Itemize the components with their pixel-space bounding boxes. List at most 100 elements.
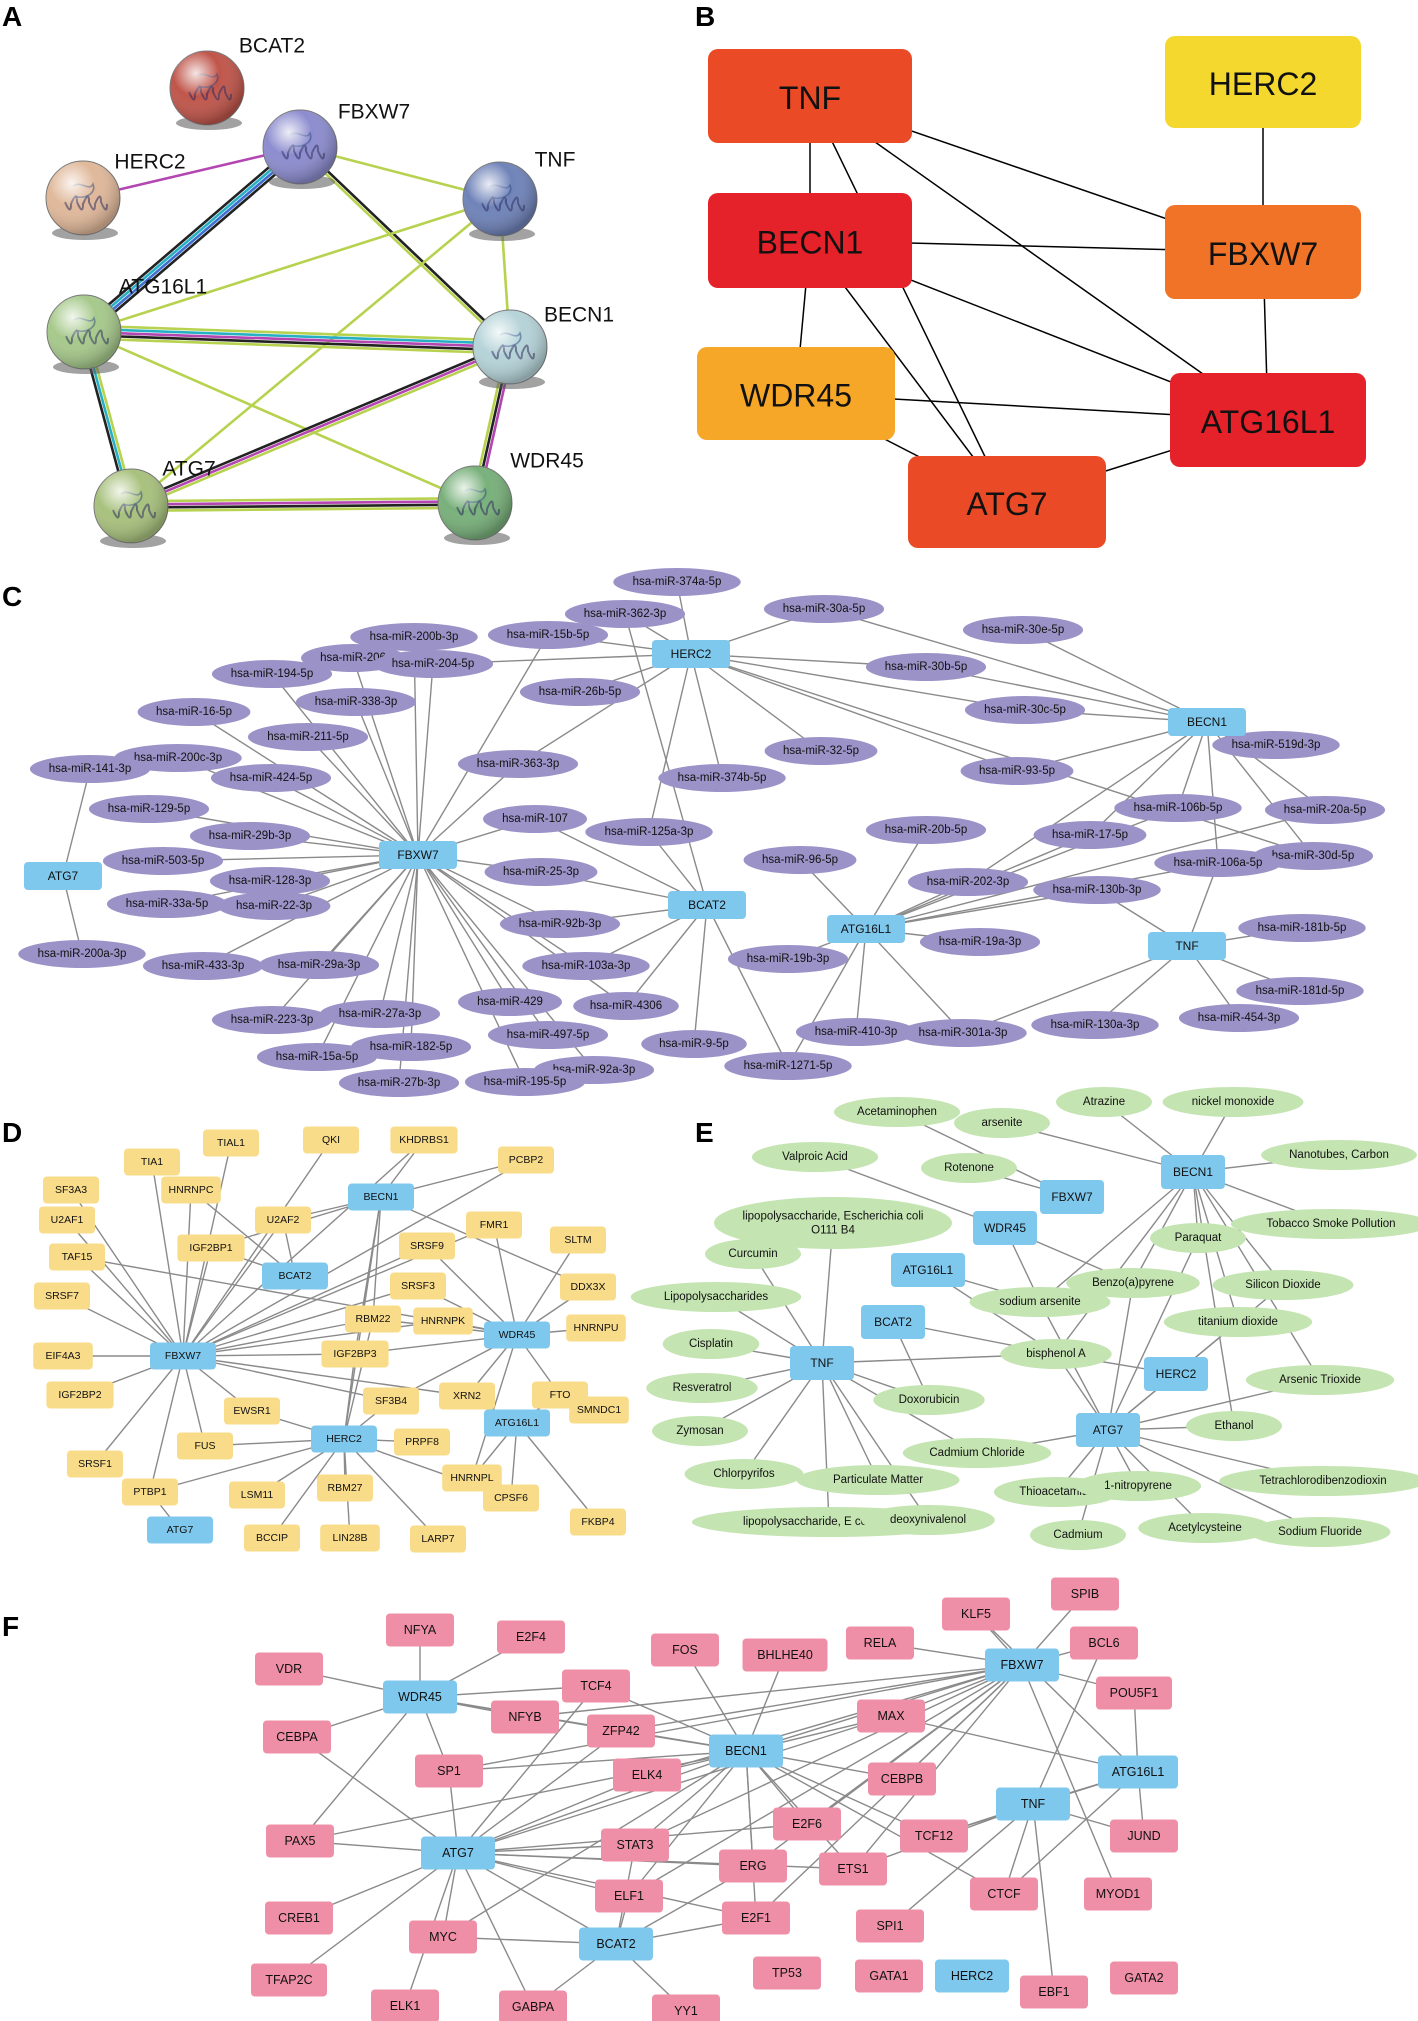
tf-node-nfyb[interactable]: NFYB [491,1700,559,1734]
rbp-node-becn1[interactable]: BECN1 [348,1183,414,1211]
chem-node-fbxw7[interactable]: FBXW7 [1040,1180,1104,1214]
mirna-node-hsa-mir-27a-3p[interactable]: hsa-miR-27a-3p [319,1000,441,1028]
chem-node-zymosan[interactable]: Zymosan [652,1416,748,1446]
chem-node-ethanol[interactable]: Ethanol [1186,1411,1282,1441]
rbp-node-tia1[interactable]: TIA1 [124,1148,180,1176]
rbp-node-lsm11[interactable]: LSM11 [229,1481,285,1509]
mirna-node-hsa-mir-195-5p[interactable]: hsa-miR-195-5p [464,1068,586,1096]
chem-node-atg7[interactable]: ATG7 [1076,1413,1140,1447]
tf-node-e2f4[interactable]: E2F4 [497,1620,565,1654]
rbp-node-eif4a3[interactable]: EIF4A3 [33,1342,93,1370]
tf-node-spib[interactable]: SPIB [1051,1577,1119,1611]
rbp-node-herc2[interactable]: HERC2 [311,1425,377,1453]
rbp-node-ptbp1[interactable]: PTBP1 [122,1478,178,1506]
tf-node-gata1[interactable]: GATA1 [855,1959,923,1993]
rbp-node-rbm27[interactable]: RBM27 [317,1474,373,1502]
rbp-node-ewsr1[interactable]: EWSR1 [224,1397,280,1425]
rbp-node-hnrnpc[interactable]: HNRNPC [161,1176,221,1204]
mirna-node-hsa-mir-503-5p[interactable]: hsa-miR-503-5p [102,847,224,875]
mirna-node-atg7[interactable]: ATG7 [24,862,102,890]
mirna-node-hsa-mir-20a-5p[interactable]: hsa-miR-20a-5p [1264,796,1386,824]
chem-node-tnf[interactable]: TNF [790,1346,854,1380]
chem-node-wdr45[interactable]: WDR45 [973,1211,1037,1245]
mirna-node-hsa-mir-301a-3p[interactable]: hsa-miR-301a-3p [899,1019,1027,1047]
mirna-node-hsa-mir-182-5p[interactable]: hsa-miR-182-5p [350,1033,472,1061]
tf-node-jund[interactable]: JUND [1110,1819,1178,1853]
rbp-node-fus[interactable]: FUS [177,1432,233,1460]
rbp-node-srsf9[interactable]: SRSF9 [399,1232,455,1260]
tf-node-tcf12[interactable]: TCF12 [900,1819,968,1853]
tf-node-bcat2[interactable]: BCAT2 [579,1927,653,1961]
hub-node-atg7[interactable]: ATG7 [908,456,1106,548]
chem-node-particulate-matter[interactable]: Particulate Matter [796,1465,960,1495]
rbp-node-wdr45[interactable]: WDR45 [484,1321,550,1349]
chem-node-deoxynivalenol[interactable]: deoxynivalenol [861,1505,995,1535]
rbp-node-igf2bp1[interactable]: IGF2BP1 [177,1234,245,1262]
tf-node-ebf1[interactable]: EBF1 [1020,1975,1088,2009]
rbp-node-igf2bp2[interactable]: IGF2BP2 [46,1381,114,1409]
rbp-node-sltm[interactable]: SLTM [550,1226,606,1254]
tf-node-tp53[interactable]: TP53 [753,1956,821,1990]
mirna-node-becn1[interactable]: BECN1 [1168,708,1246,736]
rbp-node-hnrnpk[interactable]: HNRNPK [413,1307,473,1335]
mirna-node-hsa-mir-429[interactable]: hsa-miR-429 [458,988,562,1016]
tf-node-herc2[interactable]: HERC2 [935,1959,1009,1993]
tf-node-elf1[interactable]: ELF1 [595,1879,663,1913]
tf-node-bhlhe40[interactable]: BHLHE40 [742,1638,828,1672]
chem-node-resveratrol[interactable]: Resveratrol [646,1373,758,1403]
chem-node-doxorubicin[interactable]: Doxorubicin [873,1385,985,1415]
string-node-bcat2[interactable]: BCAT2 [169,35,305,131]
rbp-node-pcbp2[interactable]: PCBP2 [498,1146,554,1174]
tf-node-stat3[interactable]: STAT3 [601,1828,669,1862]
rbp-node-ddx3x[interactable]: DDX3X [560,1273,616,1301]
tf-node-fbxw7[interactable]: FBXW7 [985,1648,1059,1682]
tf-node-creb1[interactable]: CREB1 [265,1901,333,1935]
tf-node-nfya[interactable]: NFYA [386,1613,454,1647]
mirna-node-hsa-mir-202-3p[interactable]: hsa-miR-202-3p [907,868,1029,896]
chem-node-herc2[interactable]: HERC2 [1144,1357,1208,1391]
tf-node-fos[interactable]: FOS [651,1633,719,1667]
rbp-node-fbxw7[interactable]: FBXW7 [150,1342,216,1370]
tf-node-elk4[interactable]: ELK4 [613,1758,681,1792]
hub-node-fbxw7[interactable]: FBXW7 [1165,205,1361,299]
chem-node-titanium-dioxide[interactable]: titanium dioxide [1163,1307,1313,1337]
rbp-node-taf15[interactable]: TAF15 [49,1243,105,1271]
chem-node-acetylcysteine[interactable]: Acetylcysteine [1138,1513,1272,1543]
tf-node-myc[interactable]: MYC [409,1920,477,1954]
string-node-fbxw7[interactable]: FBXW7 [262,101,410,190]
mirna-node-hsa-mir-33a-5p[interactable]: hsa-miR-33a-5p [106,890,228,918]
mirna-node-hsa-mir-194-5p[interactable]: hsa-miR-194-5p [211,660,333,688]
mirna-node-hsa-mir-17-5p[interactable]: hsa-miR-17-5p [1033,821,1147,849]
mirna-node-tnf[interactable]: TNF [1148,932,1226,960]
chem-node-bisphenol-a[interactable]: bisphenol A [1000,1339,1112,1369]
mirna-node-hsa-mir-93-5p[interactable]: hsa-miR-93-5p [960,757,1074,785]
mirna-node-hsa-mir-338-3p[interactable]: hsa-miR-338-3p [295,688,417,716]
rbp-node-igf2bp3[interactable]: IGF2BP3 [321,1340,389,1368]
mirna-node-hsa-mir-16-5p[interactable]: hsa-miR-16-5p [137,698,251,726]
rbp-node-atg7[interactable]: ATG7 [147,1516,213,1544]
tf-node-pax5[interactable]: PAX5 [266,1824,334,1858]
mirna-node-hsa-mir-497-5p[interactable]: hsa-miR-497-5p [487,1021,609,1049]
mirna-node-bcat2[interactable]: BCAT2 [668,891,746,919]
chem-node-rotenone[interactable]: Rotenone [921,1153,1017,1183]
tf-node-yy1[interactable]: YY1 [652,1994,720,2021]
mirna-node-hsa-mir-96-5p[interactable]: hsa-miR-96-5p [743,846,857,874]
mirna-node-hsa-mir-4306[interactable]: hsa-miR-4306 [573,992,679,1020]
chem-node-tetrachlorodibenzodioxin[interactable]: Tetrachlorodibenzodioxin [1219,1466,1418,1496]
mirna-node-hsa-mir-374b-5p[interactable]: hsa-miR-374b-5p [658,764,786,792]
mirna-node-hsa-mir-32-5p[interactable]: hsa-miR-32-5p [764,737,878,765]
tf-node-sp1[interactable]: SP1 [415,1754,483,1788]
rbp-node-larp7[interactable]: LARP7 [410,1525,466,1553]
hub-node-becn1[interactable]: BECN1 [708,193,912,288]
tf-node-ets1[interactable]: ETS1 [819,1852,887,1886]
rbp-node-xrn2[interactable]: XRN2 [439,1382,495,1410]
chem-node-tobacco-smoke-pollution[interactable]: Tobacco Smoke Pollution [1230,1209,1418,1239]
mirna-node-hsa-mir-1271-5p[interactable]: hsa-miR-1271-5p [724,1052,852,1080]
mirna-node-hsa-mir-200b-3p[interactable]: hsa-miR-200b-3p [350,623,478,651]
rbp-node-u2af1[interactable]: U2AF1 [39,1206,95,1234]
mirna-node-hsa-mir-223-3p[interactable]: hsa-miR-223-3p [211,1006,333,1034]
hub-node-atg16l1[interactable]: ATG16L1 [1170,373,1366,467]
tf-node-tnf[interactable]: TNF [996,1787,1070,1821]
mirna-node-hsa-mir-20b-5p[interactable]: hsa-miR-20b-5p [865,816,987,844]
